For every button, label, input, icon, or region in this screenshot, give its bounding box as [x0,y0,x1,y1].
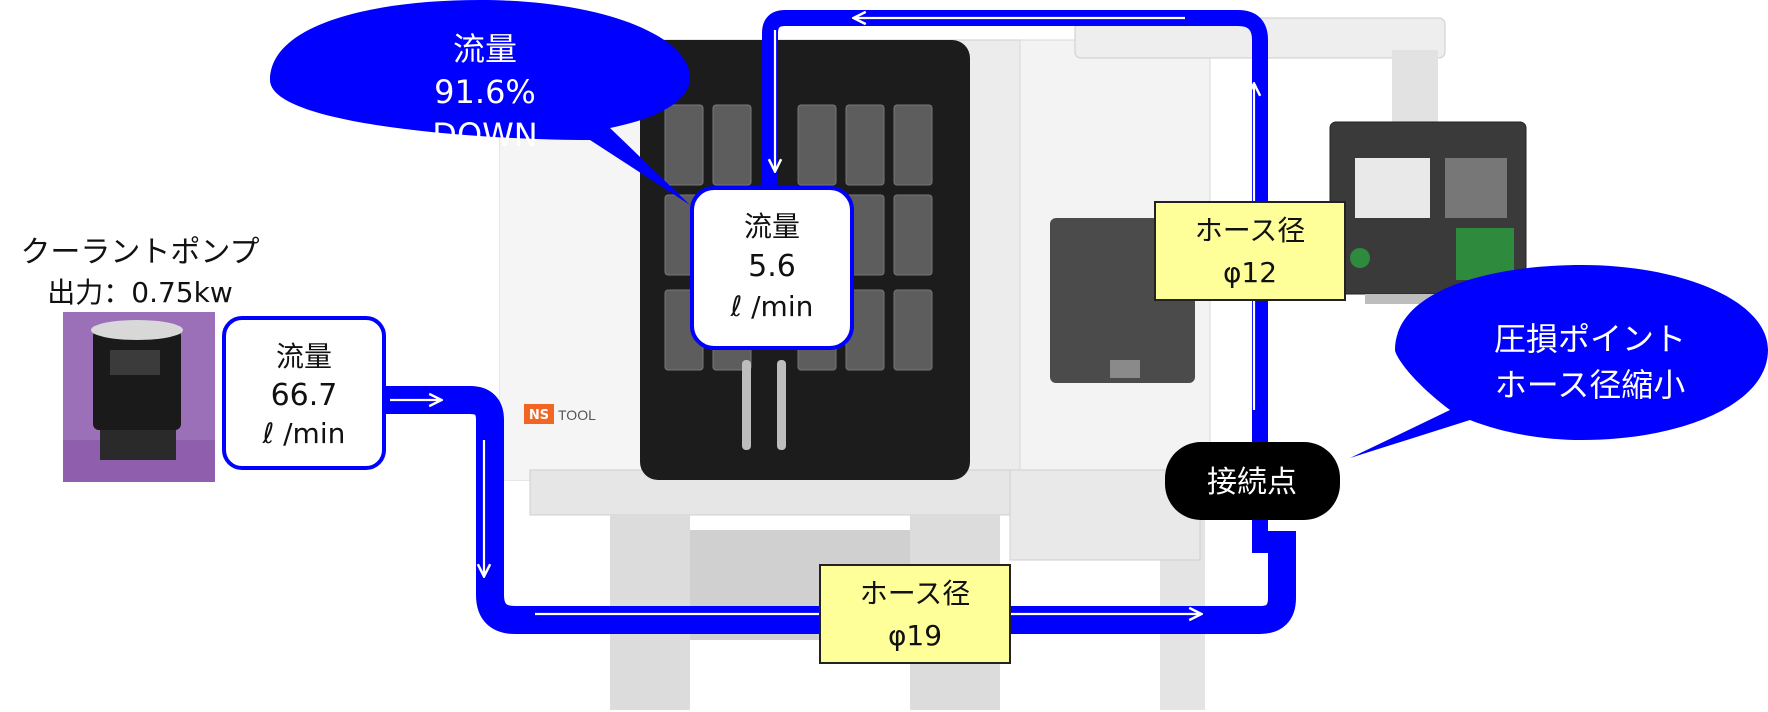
hose-small-line2: φ12 [1223,256,1277,289]
brand-ns-box [524,404,554,424]
flow-inlet-label: 流量 [276,340,332,373]
control-panel-foot [1365,294,1485,304]
junction-label: 接続点 [1207,465,1297,500]
coolant-pump-photo [63,312,215,482]
callout-drop-line3: DOWN [432,116,537,154]
flow-outlet-label: 流量 [744,210,800,243]
brand-ns: NS [529,408,549,423]
hose-large-label-box [819,564,1011,664]
door-handle-right [777,360,786,450]
hose-large [376,386,1296,634]
door-handle-left [742,360,751,450]
flow-outlet-unit: ℓ /min [730,290,814,323]
flow-inlet-value: 66.7 [271,378,338,413]
pump-output: 出力：0.75kw [47,276,232,309]
callout-drop-line2: 91.6% [434,73,536,111]
flow-inlet-unit: ℓ /min [262,417,346,450]
callout-loss-bubble [1350,265,1768,458]
control-keypad [1445,158,1507,218]
hose-large-line1: ホース径 [860,577,971,610]
callout-loss-line1: 圧損ポイント [1494,320,1686,358]
flow-outlet-value: 5.6 [748,249,796,284]
hose-small-label-box [1154,201,1346,301]
flow-outlet-box [690,186,854,350]
flow-inlet-box [222,316,386,470]
junction-box [1165,442,1340,520]
brand-tool: TOOL [558,407,596,423]
side-window-latch [1110,360,1140,378]
pump-name: クーラントポンプ [20,235,259,270]
callout-drop-bubble [270,0,690,205]
control-buttons [1456,228,1514,280]
control-arm-drop [1392,50,1438,122]
callout-drop-line1: 流量 [453,30,517,68]
hose-large-line2: φ19 [888,619,942,652]
control-knob [1350,248,1370,268]
callout-loss-line2: ホース径縮小 [1495,366,1685,404]
hose-small-line1: ホース径 [1195,214,1306,247]
control-screen [1355,158,1430,218]
